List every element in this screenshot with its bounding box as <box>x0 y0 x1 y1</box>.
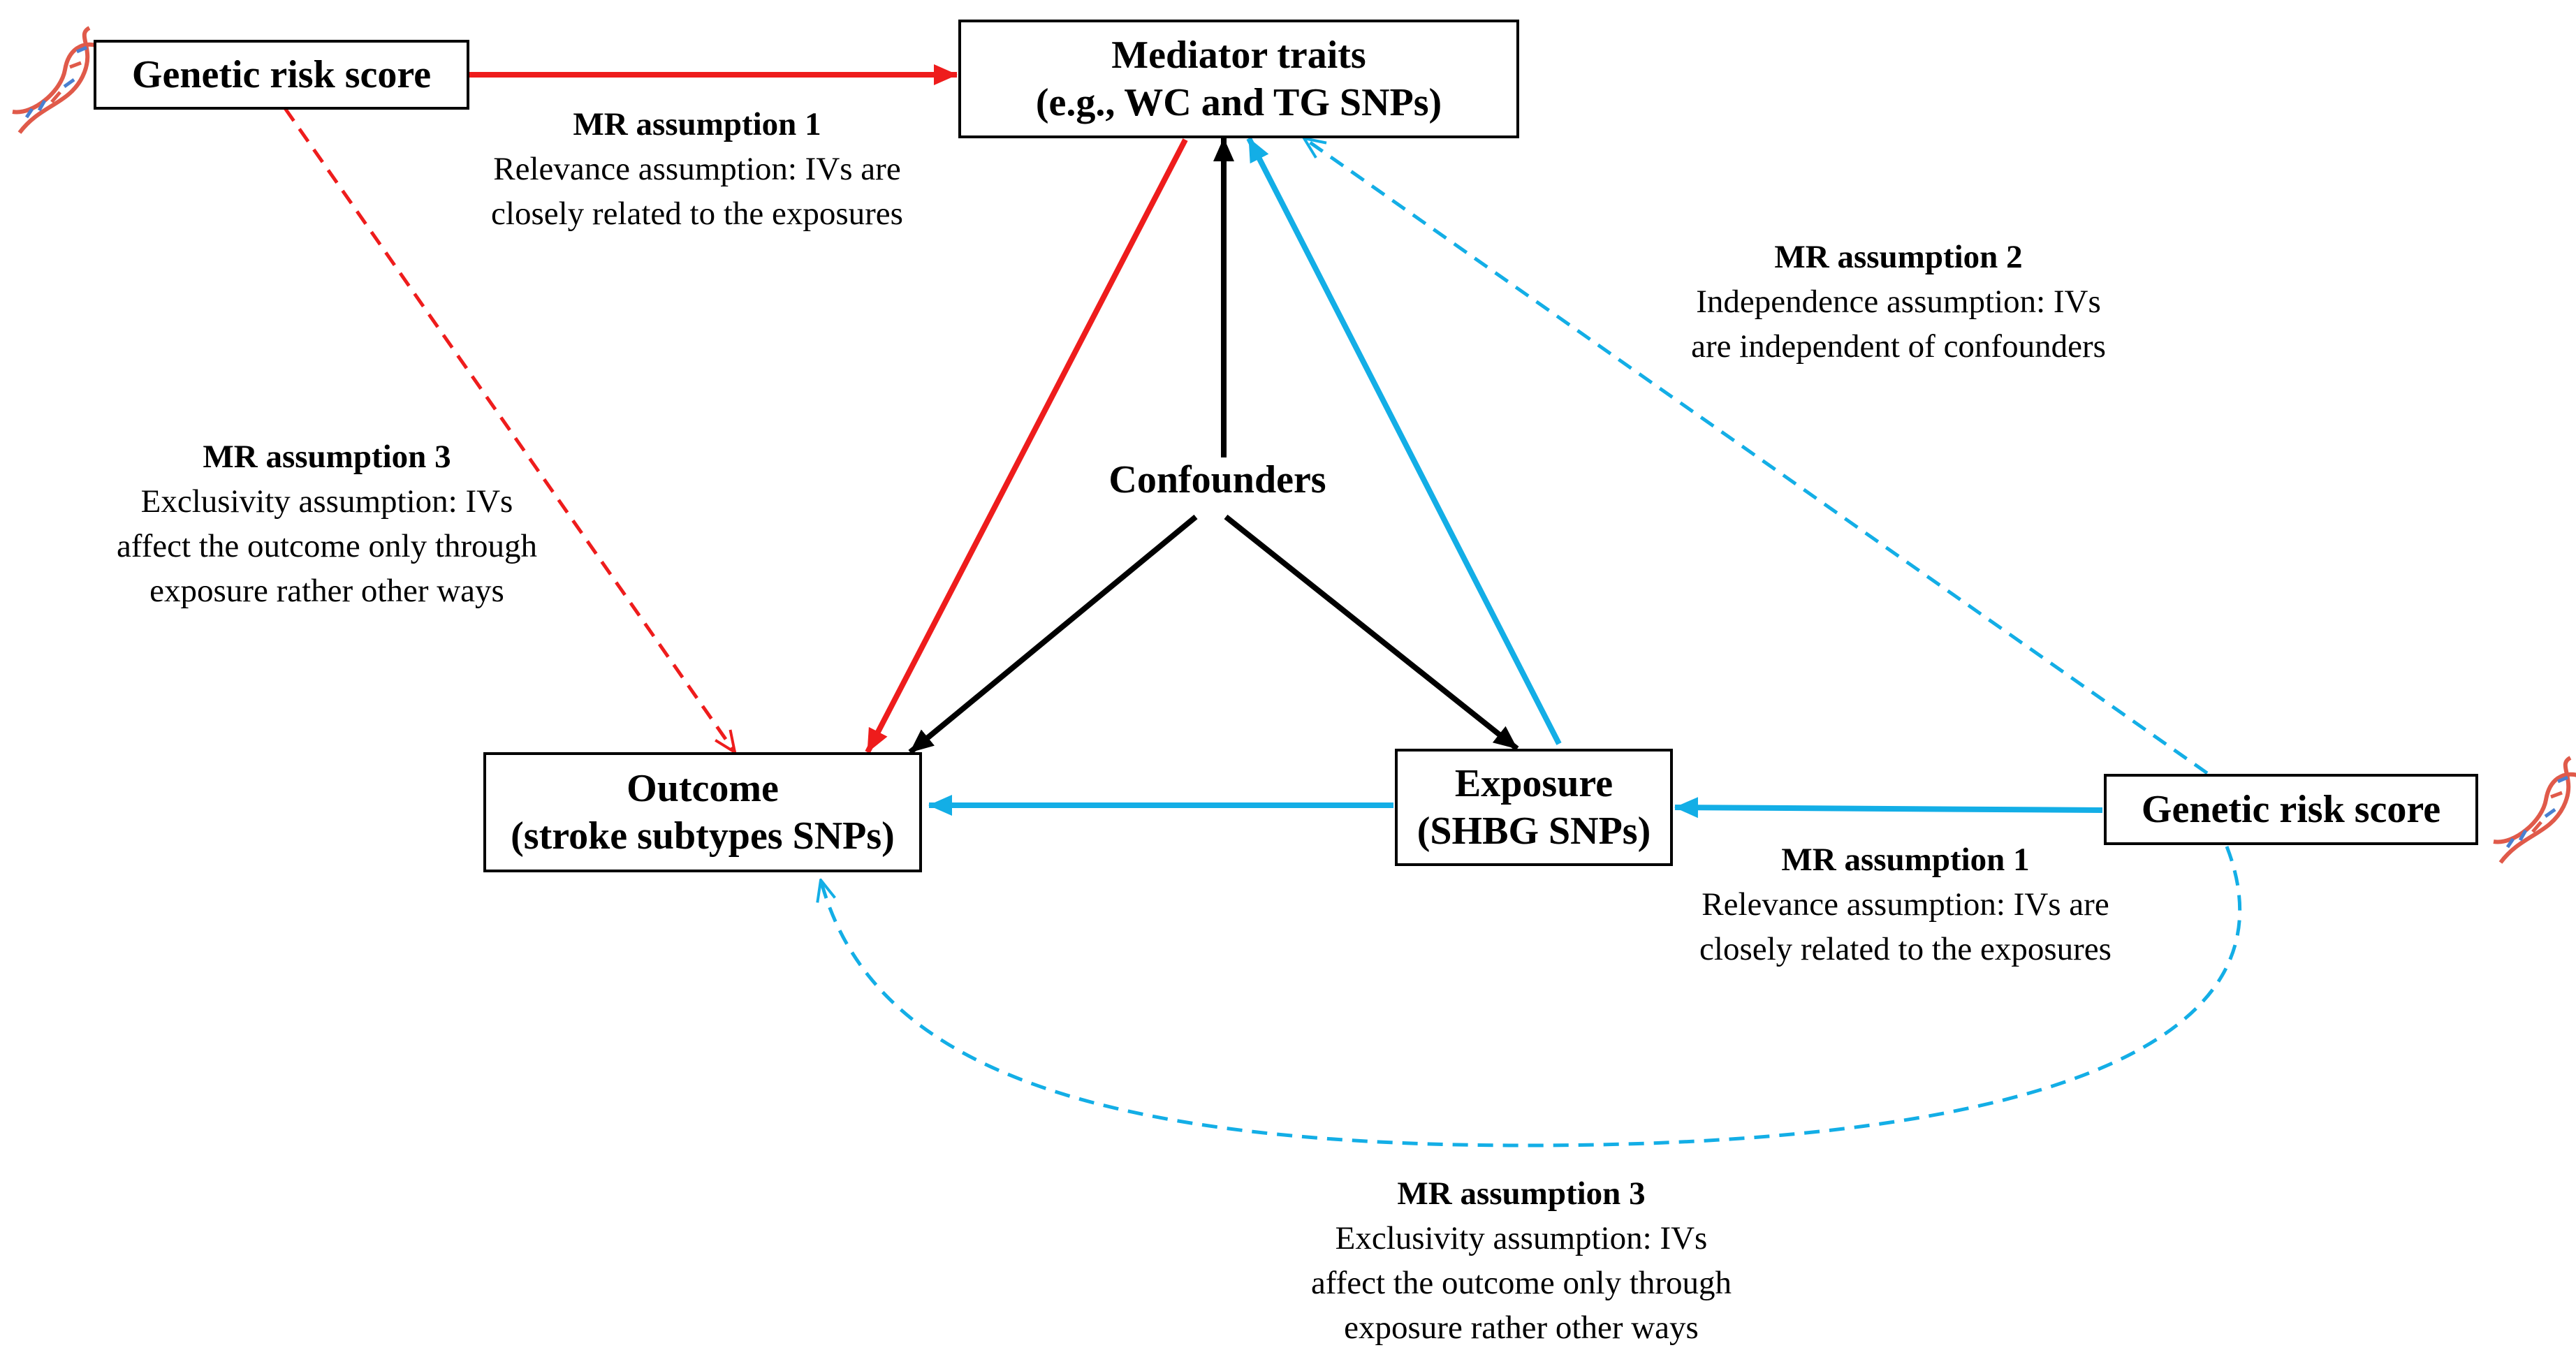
exposure-title: Exposure <box>1454 762 1613 805</box>
outcome-subtitle: (stroke subtypes SNPs) <box>511 814 895 858</box>
arrow-mediator-to-outcome <box>865 138 1188 754</box>
assumption-text: Exclusivity assumption: IVs <box>1335 1220 1708 1256</box>
exposure-box: Exposure (SHBG SNPs) <box>1395 749 1673 866</box>
assumption-heading: MR assumption 3 <box>1397 1175 1646 1212</box>
dna-icon <box>12 26 97 134</box>
assumption-text: Exclusivity assumption: IVs <box>140 483 513 520</box>
assumption-text: affect the outcome only through <box>1310 1265 1732 1301</box>
assumption-text: Relevance assumption: IVs are <box>493 151 901 187</box>
arrow-grs-to-mediator-dashed <box>1304 138 2209 775</box>
assumption-heading: MR assumption 2 <box>1774 239 2023 275</box>
dna-icon <box>2493 756 2576 864</box>
assumption-text: are independent of confounders <box>1691 328 2106 365</box>
outcome-box: Outcome (stroke subtypes SNPs) <box>483 752 922 872</box>
arrow-grs-to-outcome-curve <box>821 846 2242 1148</box>
assumption-label-bottom-3: MR assumption 3 Exclusivity assumption: … <box>1311 1171 1732 1350</box>
assumption-text: exposure rather other ways <box>1344 1310 1699 1346</box>
assumption-text: Independence assumption: IVs <box>1696 284 2101 320</box>
outcome-title: Outcome <box>627 767 779 810</box>
assumption-label-right-1: MR assumption 1 Relevance assumption: IV… <box>1699 837 2112 972</box>
confounders-label: Confounders <box>1108 458 1326 501</box>
mediator-title: Mediator traits <box>1111 34 1366 77</box>
assumption-label-left-3: MR assumption 3 Exclusivity assumption: … <box>117 434 537 613</box>
arrow-exposure-to-mediator <box>1246 137 1562 745</box>
genetic-risk-score-label: Genetic risk score <box>131 53 432 96</box>
assumption-label-top-1: MR assumption 1 Relevance assumption: IV… <box>491 102 903 236</box>
exposure-subtitle: (SHBG SNPs) <box>1417 809 1651 853</box>
mediator-subtitle: (e.g., WC and TG SNPs) <box>1035 81 1442 124</box>
assumption-heading: MR assumption 1 <box>1781 842 2030 878</box>
arrow-confounders-to-outcome <box>908 514 1198 755</box>
arrow-confounders-to-exposure <box>1224 514 1519 752</box>
assumption-heading: MR assumption 3 <box>203 439 451 475</box>
arrow-grs-to-exposure <box>1674 797 2103 819</box>
arrow-grs-to-outcome-dashed <box>283 107 735 752</box>
genetic-risk-score-box-left: Genetic risk score <box>94 40 469 110</box>
mediator-traits-box: Mediator traits (e.g., WC and TG SNPs) <box>958 20 1519 138</box>
assumption-text: exposure rather other ways <box>149 573 504 609</box>
assumption-heading: MR assumption 1 <box>573 106 821 142</box>
assumption-text: closely related to the exposures <box>491 196 903 232</box>
assumption-label-right-2: MR assumption 2 Independence assumption:… <box>1691 235 2106 369</box>
assumption-text: affect the outcome only through <box>116 528 538 564</box>
assumption-text: closely related to the exposures <box>1699 931 2112 967</box>
genetic-risk-score-box-right: Genetic risk score <box>2104 774 2478 845</box>
assumption-text: Relevance assumption: IVs are <box>1702 886 2109 923</box>
genetic-risk-score-label: Genetic risk score <box>2141 788 2441 831</box>
